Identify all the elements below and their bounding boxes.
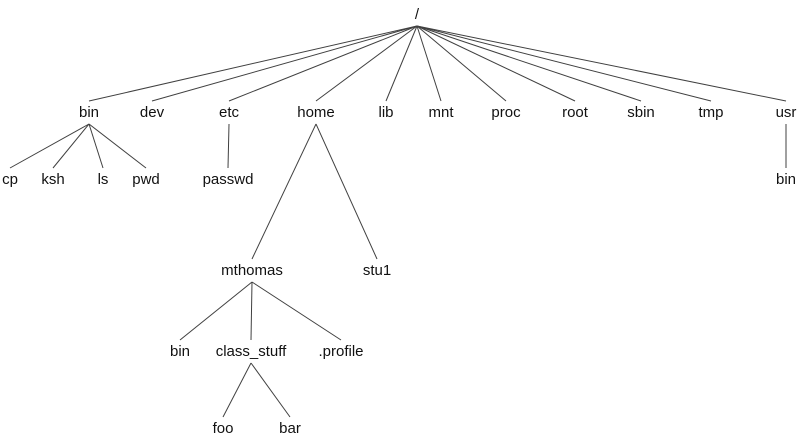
tree-node-home: home	[297, 104, 335, 121]
tree-edge-root-dev	[151, 25, 418, 102]
tree-node-class-stuff: class_stuff	[215, 343, 287, 360]
tree-node-sbin: sbin	[627, 104, 655, 121]
tree-edge-mthomas-mthomas-bin	[179, 281, 253, 341]
tree-edge-root-bin	[88, 25, 418, 102]
tree-edge-root-lib	[385, 25, 418, 102]
tree-node-usr-bin: bin	[775, 171, 797, 188]
tree-edge-etc-passwd	[227, 123, 230, 169]
tree-node-mnt: mnt	[428, 104, 454, 121]
tree-node-stu1: stu1	[362, 262, 392, 279]
tree-edge-home-stu1	[315, 123, 378, 260]
tree-node-bar: bar	[279, 420, 301, 437]
tree-node-mthomas-bin: bin	[169, 343, 191, 360]
tree-node-foo: foo	[212, 420, 234, 437]
tree-edge-root-usr	[416, 25, 787, 102]
tree-node-cp: cp	[2, 171, 18, 188]
tree-node-usr: usr	[775, 104, 797, 121]
tree-edge-mthomas-class-stuff	[250, 281, 253, 341]
tree-node-root: /	[414, 6, 420, 23]
tree-node-passwd: passwd	[202, 171, 254, 188]
tree-node-bin: bin	[78, 104, 100, 121]
tree-node-ksh: ksh	[41, 171, 65, 188]
tree-edge-bin-pwd	[88, 123, 147, 169]
tree-node-pwd: pwd	[132, 171, 160, 188]
tree-edge-root-proc	[416, 25, 507, 102]
tree-node-tmp: tmp	[698, 104, 724, 121]
tree-node-proc: proc	[491, 104, 521, 121]
tree-node-lib: lib	[378, 104, 394, 121]
tree-edge-class-stuff-foo	[222, 362, 252, 418]
tree-edge-root-tmp	[416, 25, 712, 102]
tree-node-root-dir: root	[562, 104, 588, 121]
tree-edge-home-mthomas	[251, 123, 317, 260]
tree-edge-root-sbin	[416, 25, 642, 102]
tree-edge-bin-cp	[9, 123, 90, 169]
tree-edge-bin-ls	[88, 123, 104, 169]
tree-edge-root-root-dir	[416, 25, 576, 102]
tree-node-mthomas: mthomas	[221, 262, 283, 279]
tree-edge-bin-ksh	[52, 123, 90, 169]
tree-node-ls: ls	[97, 171, 109, 188]
tree-edge-root-mnt	[416, 25, 442, 102]
tree-node-etc: etc	[218, 104, 240, 121]
tree-edge-mthomas-profile	[251, 281, 342, 341]
tree-edge-class-stuff-bar	[250, 362, 291, 418]
tree-edge-root-etc	[228, 25, 418, 102]
tree-node-profile: .profile	[318, 343, 364, 360]
tree-node-dev: dev	[139, 104, 165, 121]
tree-edge-root-home	[315, 25, 418, 102]
